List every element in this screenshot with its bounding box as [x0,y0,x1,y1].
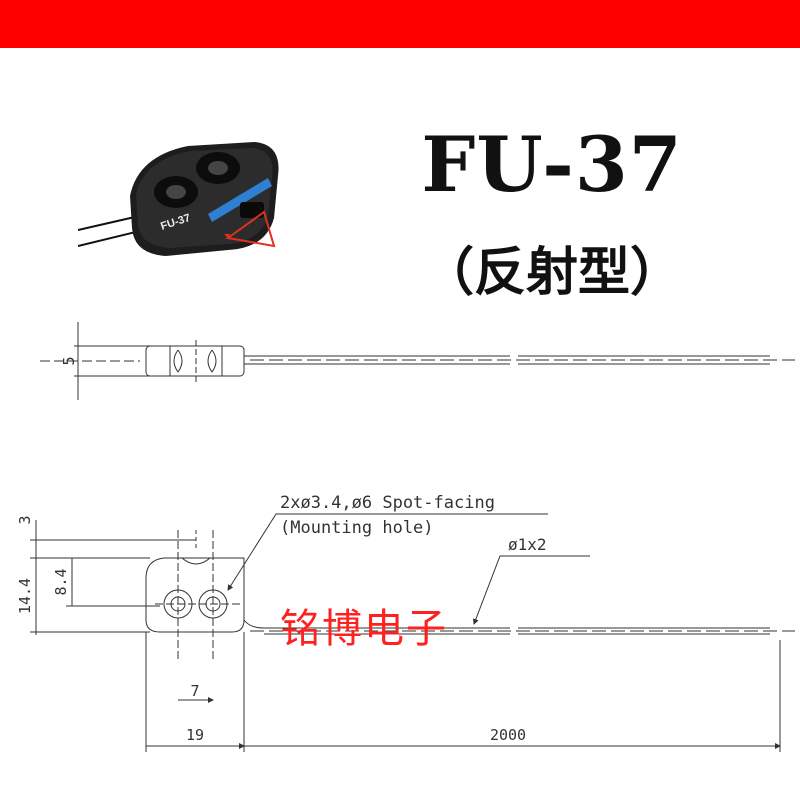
dim-hole-height: 8.4 [52,568,70,595]
dim-top-offset: 3 [16,515,34,524]
dim-hole-pitch: 7 [190,682,199,700]
technical-drawing: 5 3 14.4 8.4 7 19 2000 2xø3.4,ø6 Spot-fa… [16,322,795,752]
page-title: FU-37 [421,120,683,209]
watermark-text: 铭博电子 [280,606,448,652]
dim-body-length: 19 [186,726,204,744]
mounting-note: (Mounting hole) [280,518,434,538]
dim-total-height: 14.4 [16,578,34,614]
mounting-spec: 2xø3.4,ø6 Spot-facing [280,493,495,513]
cable-spec: ø1x2 [508,535,547,554]
dim-side-height: 5 [60,356,78,365]
product-photo: FU-37 [78,142,279,256]
header-bar [0,0,800,48]
dim-cable-length: 2000 [490,726,526,744]
page-subtitle: （反射型） [421,243,682,303]
